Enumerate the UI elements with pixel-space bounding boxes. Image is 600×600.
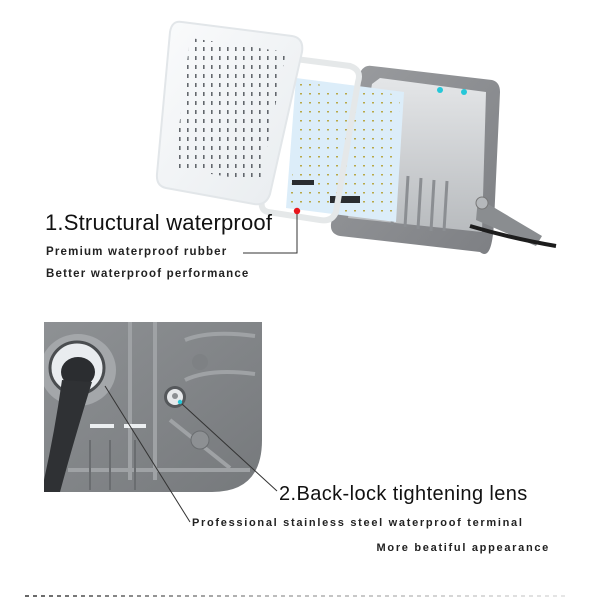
back-housing-closeup-image: [44, 322, 262, 492]
feature-2-title: 2.Back-lock tightening lens: [279, 483, 528, 505]
feature-1-line-2: Better waterproof performance: [46, 268, 250, 280]
feature-1-line-1: Premium waterproof rubber: [46, 246, 228, 258]
feature-1-title: 1.Structural waterproof: [45, 210, 273, 235]
exploded-floodlight-image: [155, 20, 557, 254]
dashed-divider: [25, 595, 565, 597]
feature-2-line-1: Professional stainless steel waterproof …: [192, 517, 524, 529]
lens: [155, 20, 304, 206]
feature-2-line-2: More beatiful appearance: [376, 542, 550, 554]
